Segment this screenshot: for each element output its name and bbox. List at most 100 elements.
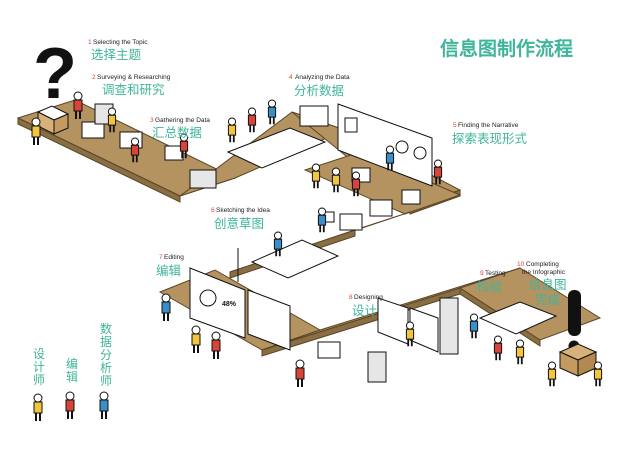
person-figure: [65, 391, 75, 419]
path-segment-4: [303, 151, 462, 215]
person-figure: [130, 137, 140, 163]
design-board: [409, 307, 439, 353]
svg-text:Editing: Editing: [164, 254, 184, 261]
question-mark-symbol: ?: [33, 34, 77, 135]
svg-text:设计: 设计: [352, 303, 377, 318]
person-head: [433, 159, 443, 168]
person-body: [405, 328, 415, 340]
person-legs: [132, 155, 138, 163]
person-figure: [295, 359, 305, 387]
person-head: [130, 137, 140, 146]
svg-text:8: 8: [349, 294, 353, 301]
person-body: [130, 144, 140, 156]
person-figure: [99, 391, 109, 419]
person-body: [73, 99, 83, 112]
person-head: [267, 99, 277, 108]
svg-text:1: 1: [88, 39, 92, 46]
narrative-board: [337, 103, 433, 187]
book-stack: [81, 121, 105, 139]
svg-text:编辑: 编辑: [156, 263, 181, 278]
person-legs: [109, 125, 115, 133]
person-legs: [517, 357, 523, 365]
person-head: [405, 321, 415, 330]
person-figure: [33, 393, 43, 421]
person-head: [317, 207, 327, 216]
svg-text:5: 5: [453, 122, 457, 129]
server: [189, 169, 217, 189]
legend-editor: 编 辑: [66, 356, 78, 384]
person-figure: [311, 163, 321, 189]
shelf: [439, 297, 459, 355]
person-head: [385, 145, 395, 154]
pie-chart-icon: [413, 146, 427, 160]
svg-text:数: 数: [100, 321, 112, 336]
person-body: [99, 399, 109, 412]
person-head: [273, 231, 283, 240]
monitor: [317, 341, 341, 359]
person-figure: [31, 117, 41, 145]
person-head: [469, 313, 479, 322]
person-figure: [317, 207, 327, 233]
person-head: [65, 391, 75, 401]
person-figure: [247, 107, 257, 133]
person-body: [65, 399, 75, 412]
box-right: [53, 113, 69, 135]
person-legs: [275, 249, 281, 257]
svg-text:选择主题: 选择主题: [91, 47, 142, 62]
person-legs: [101, 411, 107, 419]
person-figure: [469, 313, 479, 339]
person-body: [493, 342, 503, 354]
person-body: [267, 106, 277, 118]
monitor: [401, 189, 421, 205]
person-body: [433, 166, 443, 178]
step-label-8: 8 Designing 设计: [349, 294, 383, 318]
exclamation-mark-symbol: [558, 290, 598, 377]
person-legs: [269, 117, 275, 125]
path-edge-1: [17, 117, 181, 203]
step-label-7: 7 Editing 编辑: [156, 254, 184, 278]
person-body: [317, 214, 327, 226]
svg-text:辑: 辑: [66, 370, 78, 384]
person-body: [547, 368, 557, 380]
svg-text:检验: 检验: [477, 279, 503, 294]
person-legs: [33, 137, 39, 145]
furniture: 48%: [81, 103, 558, 383]
step-label-5: 5 Finding the Narrative 探索表现形式: [452, 122, 528, 146]
monitor-percent: 48%: [222, 301, 237, 308]
person-body: [273, 238, 283, 250]
svg-text:汇总数据: 汇总数据: [152, 125, 202, 140]
svg-text:师: 师: [33, 373, 45, 387]
person-body: [295, 367, 305, 380]
person-figure: [405, 321, 415, 347]
person-legs: [193, 345, 199, 353]
person-head: [247, 107, 257, 116]
person-legs: [407, 339, 413, 347]
person-head: [33, 393, 43, 403]
person-body: [211, 339, 221, 352]
person-body: [191, 333, 201, 346]
person-legs: [313, 181, 319, 189]
step-label-6: 6 Sketching the Idea 创意草图: [211, 207, 270, 231]
person-head: [593, 361, 603, 370]
person-figure: [273, 231, 283, 257]
editing-board: [247, 289, 291, 351]
svg-text:完成: 完成: [535, 292, 560, 307]
person-legs: [495, 353, 501, 361]
legend-designer: 设 计 师: [33, 347, 45, 387]
person-body: [179, 140, 189, 152]
svg-text:6: 6: [211, 207, 215, 214]
person-head: [211, 331, 221, 341]
person-figure: [385, 145, 395, 171]
monitor: [369, 199, 393, 217]
svg-text:Selecting the Topic: Selecting the Topic: [93, 39, 148, 46]
person-body: [247, 114, 257, 126]
svg-text:7: 7: [159, 254, 163, 261]
svg-text:Designing: Designing: [354, 294, 383, 301]
person-figure: [493, 335, 503, 361]
exclamation-bar: [568, 290, 581, 336]
person-body: [469, 320, 479, 332]
svg-text:调查和研究: 调查和研究: [102, 82, 165, 97]
svg-text:Finding the Narrative: Finding the Narrative: [458, 122, 519, 129]
svg-text:Completing: Completing: [526, 261, 559, 268]
